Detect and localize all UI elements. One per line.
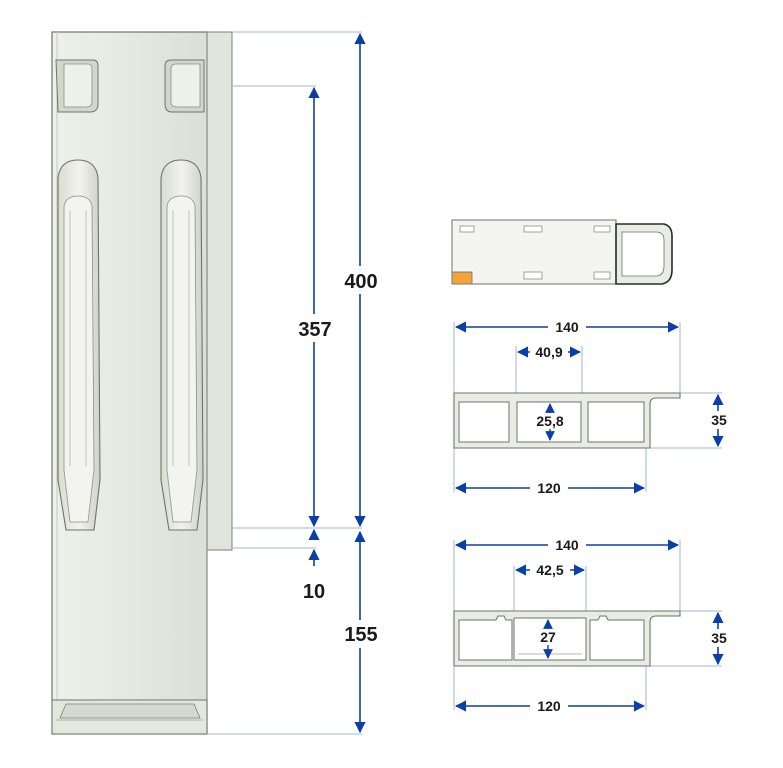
- profile-a: 140 40,9 25,8 35 120: [453, 318, 732, 497]
- profile-b-slot-width: 42,5: [536, 562, 563, 578]
- dim-400-label: 400: [344, 271, 377, 293]
- dim-10-label: 10: [303, 581, 325, 603]
- profile-a-width-inner: 120: [537, 480, 561, 496]
- profile-b-width-outer: 140: [555, 537, 579, 553]
- profile-b: 140 42,5 27 35 120: [453, 536, 732, 715]
- profile-a-slot-width: 40,9: [535, 344, 562, 360]
- accent-mark: [451, 271, 473, 285]
- profile-a-thickness: 35: [711, 412, 727, 428]
- top-view: [451, 219, 673, 285]
- profile-b-width-inner: 120: [537, 698, 561, 714]
- dim-357-label: 357: [298, 319, 331, 341]
- profile-a-slot-depth: 25,8: [536, 413, 563, 429]
- handle-left: [57, 159, 101, 531]
- dim-155-label: 155: [344, 624, 377, 646]
- profile-a-width-outer: 140: [555, 319, 579, 335]
- top-slot-left: [55, 59, 99, 113]
- profile-b-thickness: 35: [711, 630, 727, 646]
- handle-right: [160, 159, 204, 531]
- profile-b-slot-depth: 27: [540, 629, 556, 645]
- front-view: [51, 31, 233, 735]
- vertical-dimensions: 400 357 10 155: [207, 31, 382, 735]
- bottom-foot: [51, 699, 208, 735]
- top-slot-right: [164, 59, 205, 113]
